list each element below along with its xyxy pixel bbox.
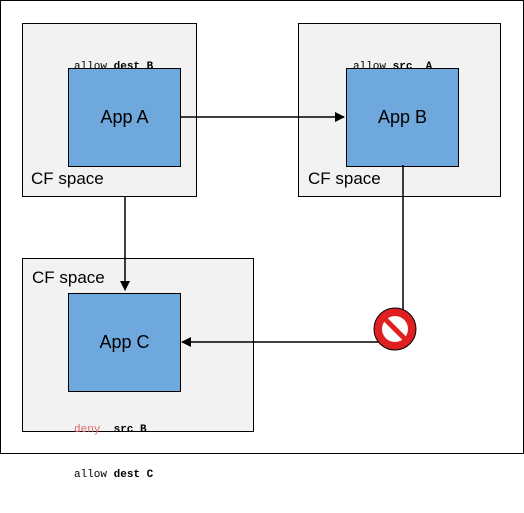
- connector-layer: [120, 112, 417, 351]
- cf-space-c: CF space App C deny src B allow dest C: [22, 258, 254, 481]
- cf-space-a: allow dest B allow dest C App A CF space: [22, 23, 197, 197]
- app-b-label: App B: [377, 107, 428, 127]
- app-a-box: App A: [68, 68, 181, 167]
- cf-space-b: allow src A allow dest C App B CF space: [298, 23, 501, 197]
- app-c-rule-2: allow dest C: [74, 469, 154, 481]
- app-c-box: App C: [68, 293, 181, 392]
- app-c-rule-1: deny src B: [74, 424, 147, 436]
- cf-space-a-label: CF space: [31, 169, 104, 188]
- cf-space-c-label: CF space: [32, 268, 105, 287]
- edge-b-to-c-blocked: [181, 165, 404, 347]
- cf-space-b-label: CF space: [308, 169, 381, 188]
- blocked-icon: [373, 307, 417, 351]
- app-a-label: App A: [100, 107, 149, 127]
- app-b-box: App B: [346, 68, 459, 167]
- app-c-label: App C: [99, 332, 150, 352]
